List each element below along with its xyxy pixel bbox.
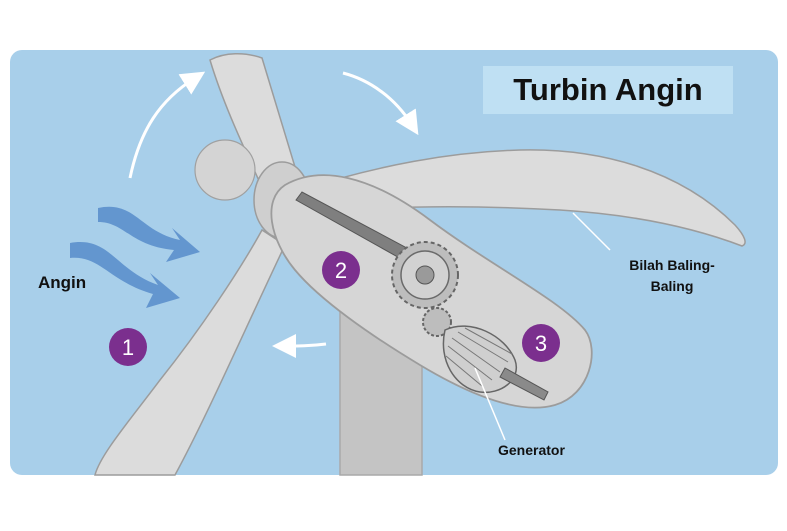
generator-leader-line [474,367,506,441]
marker-1-text: 1 [122,335,134,360]
hub-cone [194,139,256,201]
rotation-arrow-left [128,71,206,179]
rotation-arrow-bottom [272,333,327,358]
rotation-arrow-top [342,71,419,136]
marker-2: 2 [322,251,360,289]
blade-label: Bilah Baling-Baling [629,257,715,294]
small-gear [422,307,452,337]
diagram-title: Turbin Angin [483,66,733,114]
generator-shaft [499,367,549,401]
marker-3-text: 3 [535,331,547,356]
blade-lower [94,228,286,476]
generator-label: Generator [498,442,565,458]
wind-label: Angin [38,273,87,292]
wind-arrow-lower [70,242,180,308]
generator [442,325,549,401]
blade-leader-line [572,212,611,251]
marker-3: 3 [522,324,560,362]
marker-1: 1 [109,328,147,366]
gearbox-gear [391,241,459,309]
marker-2-text: 2 [335,258,347,283]
blade-right [299,149,746,247]
wind-arrow-upper [98,206,200,262]
